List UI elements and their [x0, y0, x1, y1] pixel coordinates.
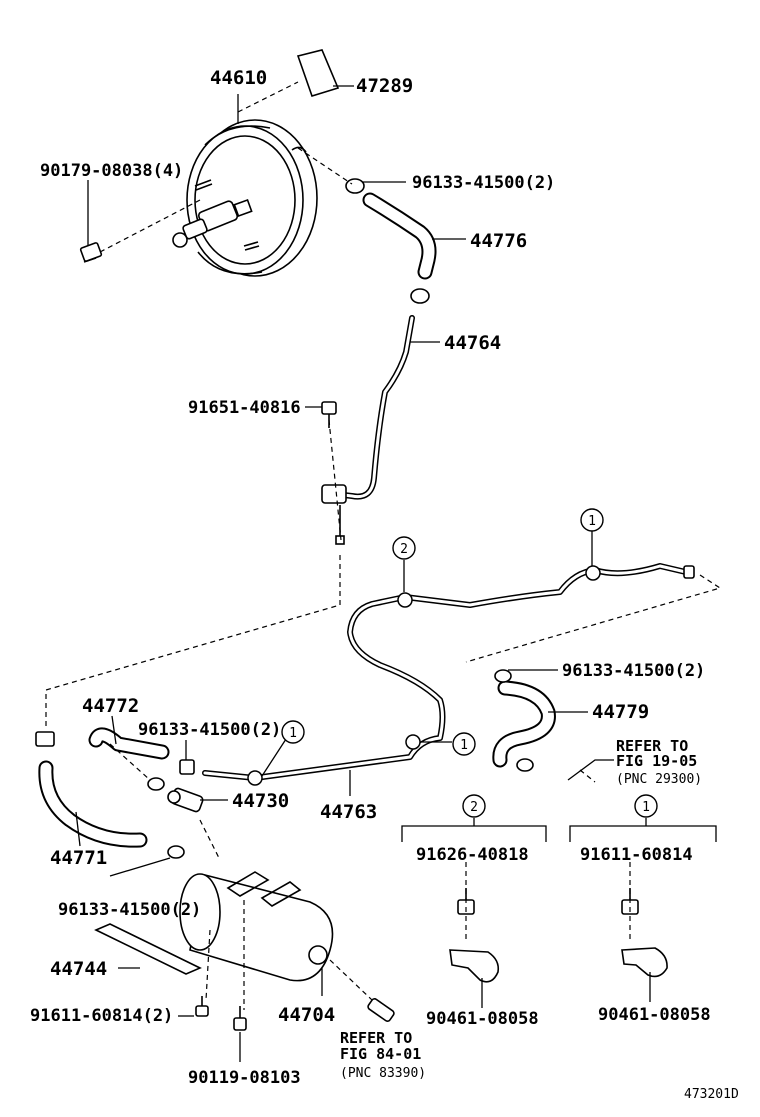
label-44764: 44764	[444, 332, 501, 354]
bolt-90119	[233, 1006, 247, 1031]
clamp-90461-a	[449, 949, 500, 983]
label-96133-top: 96133-41500(2)	[412, 173, 555, 193]
label-44704: 44704	[278, 1004, 335, 1026]
hose-44779	[492, 669, 556, 772]
label-44779: 44779	[592, 701, 649, 723]
leader-lines	[75, 85, 717, 1062]
label-91626: 91626-40818	[416, 845, 529, 865]
nut-90179	[79, 242, 103, 263]
label-91651: 91651-40816	[188, 398, 301, 418]
dashed-guides	[45, 81, 722, 1010]
label-96133-left: 96133-41500(2)	[58, 900, 201, 920]
pipe-44764	[321, 315, 415, 545]
callout-1-mid: 1	[281, 720, 305, 744]
valve-44730	[167, 787, 204, 813]
callout-2-bracket: 2	[462, 794, 486, 818]
bolt-91611-left	[195, 996, 209, 1017]
label-91611-right: 91611-60814	[580, 845, 693, 865]
svg-text:REFER TO: REFER TO	[340, 1029, 412, 1047]
label-44776: 44776	[470, 230, 527, 252]
svg-text:2: 2	[470, 800, 478, 815]
hose-44771	[35, 731, 185, 859]
callout-1-bracket: 1	[634, 794, 658, 818]
label-91611-left: 91611-60814(2)	[30, 1006, 173, 1026]
hose-44772	[88, 727, 195, 791]
sensor-84-01	[367, 998, 395, 1022]
label-44771: 44771	[50, 847, 107, 869]
label-90179: 90179-08038(4)	[40, 161, 183, 181]
label-44744: 44744	[50, 958, 107, 980]
reference-upper: REFER TO FIG 19-05 (PNC 29300)	[616, 737, 702, 787]
svg-text:1: 1	[460, 738, 468, 753]
label-90119: 90119-08103	[188, 1068, 301, 1088]
label-96133-mid: 96133-41500(2)	[138, 720, 281, 740]
reference-lower: REFER TO FIG 84-01 (PNC 83390)	[340, 1029, 426, 1081]
svg-text:FIG 19-05: FIG 19-05	[616, 752, 697, 770]
hose-44776	[345, 178, 437, 304]
figure-id: 473201D	[684, 1087, 739, 1102]
insulator-44744	[94, 923, 202, 975]
callout-2-top: 2	[392, 536, 416, 560]
label-47289: 47289	[356, 75, 413, 97]
label-44763: 44763	[320, 801, 377, 823]
svg-text:(PNC 83390): (PNC 83390)	[340, 1066, 426, 1081]
callout-1-top: 1	[580, 508, 604, 532]
svg-text:1: 1	[289, 726, 297, 741]
svg-text:1: 1	[588, 514, 596, 529]
decal-47289	[296, 49, 340, 97]
pipe-44763	[202, 563, 695, 786]
label-44772: 44772	[82, 695, 139, 717]
label-96133-right: 96133-41500(2)	[562, 661, 705, 681]
label-44730: 44730	[232, 790, 289, 812]
clamp-90461-b	[621, 947, 668, 978]
svg-text:REFER TO: REFER TO	[616, 737, 688, 755]
callout-1-right: 1	[452, 732, 476, 756]
label-90461-a: 90461-08058	[426, 1009, 539, 1029]
tank-44704	[179, 871, 334, 982]
svg-text:FIG 84-01: FIG 84-01	[340, 1045, 421, 1063]
svg-text:1: 1	[642, 800, 650, 815]
svg-text:2: 2	[400, 542, 408, 557]
label-44610: 44610	[210, 67, 267, 89]
label-90461-b: 90461-08058	[598, 1005, 711, 1025]
brake-booster	[172, 119, 318, 277]
svg-text:(PNC 29300): (PNC 29300)	[616, 772, 702, 787]
